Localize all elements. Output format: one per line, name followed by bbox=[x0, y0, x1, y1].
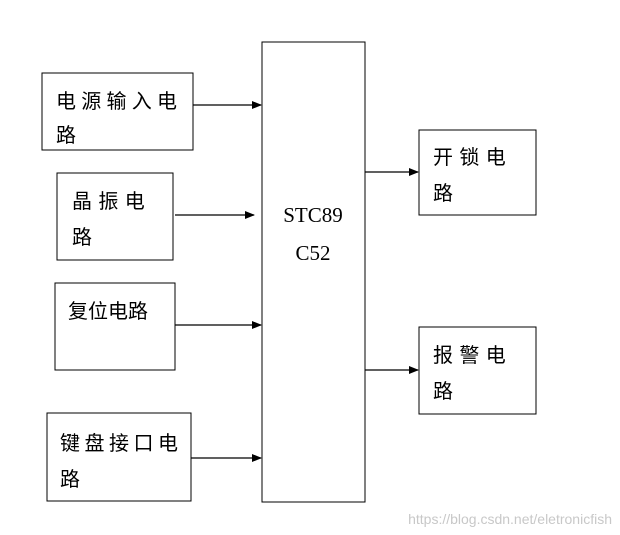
reset-label: 复位电路 bbox=[68, 299, 148, 323]
keyboard-label-line1: 键盘接口电 bbox=[60, 431, 178, 455]
keyboard-label-line2: 路 bbox=[60, 467, 80, 491]
power-input-label-line1: 电源输入电 bbox=[56, 89, 177, 113]
power-input-label-line2: 路 bbox=[56, 123, 76, 147]
alarm-label-line2: 路 bbox=[433, 379, 453, 403]
alarm-block: 报 警 电 路 bbox=[418, 326, 537, 415]
reset-block: 复位电路 bbox=[54, 282, 176, 371]
crystal-block: 晶 振 电 路 bbox=[56, 172, 174, 261]
crystal-label-line2: 路 bbox=[72, 225, 92, 249]
mcu-label-line2: C52 bbox=[295, 241, 330, 265]
unlock-label-line2: 路 bbox=[433, 181, 453, 205]
power-input-block: 电源输入电 路 bbox=[41, 72, 194, 151]
alarm-label-line1: 报 警 电 bbox=[433, 343, 506, 367]
crystal-label-line1: 晶 振 电 bbox=[72, 189, 145, 213]
mcu-block: STC89 C52 bbox=[261, 41, 366, 503]
keyboard-block: 键盘接口电 路 bbox=[46, 412, 192, 502]
unlock-label-line1: 开 锁 电 bbox=[433, 145, 506, 169]
mcu-label-line1: STC89 bbox=[283, 203, 343, 227]
unlock-block: 开 锁 电 路 bbox=[418, 129, 537, 216]
watermark: https://blog.csdn.net/eletronicfish bbox=[408, 511, 612, 527]
